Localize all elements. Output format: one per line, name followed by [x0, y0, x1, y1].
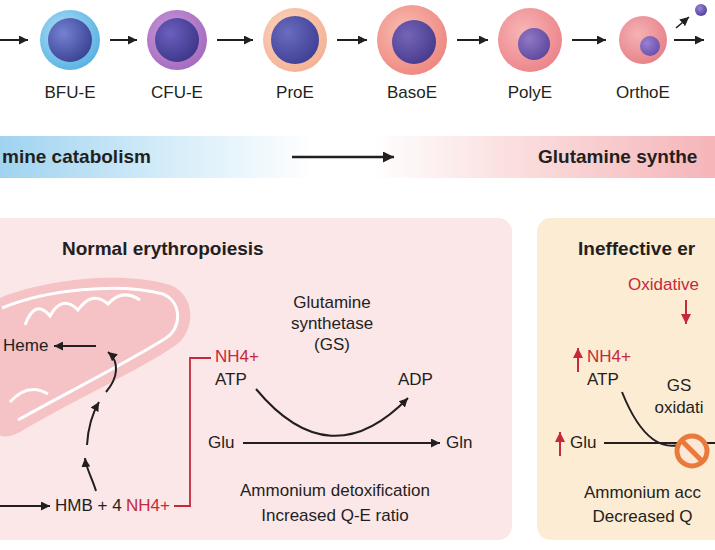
heme-path-arrow: [87, 402, 99, 445]
stage-arrow: [457, 39, 488, 41]
pathway-label: Glu: [570, 433, 596, 453]
panel-summary: Ammonium detoxification Increased Q-E ra…: [220, 478, 450, 528]
stress-arrow: [685, 300, 687, 324]
mitochondrion: [0, 278, 190, 437]
pathway-label: Glu: [208, 433, 234, 453]
progression-arrow: [292, 156, 394, 159]
cell-body: [147, 10, 207, 70]
cell-label: PolyE: [496, 83, 564, 103]
band-label: Glutamine synthe: [538, 146, 697, 168]
stage-arrow: [337, 39, 367, 41]
stage-arrow: [572, 39, 606, 41]
pathway-label: Glutamine synthetase (GS): [282, 292, 382, 355]
blocked-slash: [681, 440, 703, 462]
band-label: mine catabolism: [2, 146, 151, 168]
condition-panel: Ineffective er Ammonium acc Decreased Q Ox…: [537, 218, 715, 540]
pathway-label: GS oxidati: [650, 375, 708, 419]
cell-nucleus: [155, 18, 199, 62]
cofactor-arc: [256, 389, 408, 436]
phase-band: mine catabolism Glutamine synthe: [0, 136, 715, 178]
pathway-label: ADP: [398, 370, 433, 390]
heme-path-arrow: [54, 345, 96, 347]
cell-nucleus: [640, 36, 660, 56]
ammonium-label: NH4+: [215, 347, 259, 367]
pathway-label: Heme: [3, 336, 48, 356]
pathway-label: HMB + 4: [55, 496, 122, 516]
ejected-nucleus: [695, 4, 707, 16]
cell-label: ProE: [261, 83, 329, 103]
pathway-label: ATP: [215, 370, 247, 390]
cell-node: PolyE: [496, 8, 564, 103]
cristae: [10, 390, 48, 403]
inner-membrane: [2, 288, 178, 420]
panel-heading: Normal erythropoiesis: [62, 238, 264, 260]
blocked-symbol: [677, 436, 707, 466]
input-arrow: [0, 505, 50, 507]
cell-body: [498, 8, 562, 72]
heme-path-arrow: [85, 458, 96, 491]
cell-nucleus: [271, 16, 319, 64]
cell-nucleus: [518, 28, 550, 60]
reaction-arrow: [243, 442, 440, 444]
ammonium-label: Oxidative: [628, 275, 699, 295]
cell-label: OrthoE: [614, 83, 672, 103]
eject-arrow: [676, 17, 689, 28]
cell-label: CFU-E: [145, 83, 209, 103]
cell-body: [619, 16, 667, 64]
cristae: [25, 295, 140, 325]
ammonium-label: NH4+: [126, 496, 170, 516]
cell-node: BasoE: [375, 5, 449, 103]
cell-label: BasoE: [375, 83, 449, 103]
cell-body: [40, 10, 100, 70]
cell-label: BFU-E: [38, 83, 102, 103]
cell-body: [377, 5, 447, 75]
cell-nucleus: [48, 18, 92, 62]
cell-node: ProE: [261, 8, 329, 103]
stage-arrow: [110, 39, 137, 41]
stage-arrow: [217, 39, 253, 41]
trail-arrow: [674, 39, 704, 41]
cell-body: [263, 8, 327, 72]
ammonium-bracket: [174, 358, 211, 506]
cell-node: BFU-E: [38, 10, 102, 103]
increase-arrow: [559, 432, 561, 456]
cell-node: OrthoE: [614, 16, 672, 103]
pathway-label: ATP: [587, 370, 619, 390]
ammonium-label: NH4+: [587, 347, 631, 367]
heme-path-arrow: [106, 352, 116, 392]
cell-nucleus: [392, 20, 436, 64]
panel-summary: Ammonium acc Decreased Q: [580, 481, 705, 529]
panel-heading: Ineffective er: [578, 238, 695, 260]
lead-arrow: [0, 39, 28, 41]
pathway-label: Gln: [446, 433, 472, 453]
cell-node: CFU-E: [145, 10, 209, 103]
condition-panel: Normal erythropoiesisAmmonium detoxifica…: [0, 218, 512, 540]
increase-arrow: [577, 348, 579, 372]
